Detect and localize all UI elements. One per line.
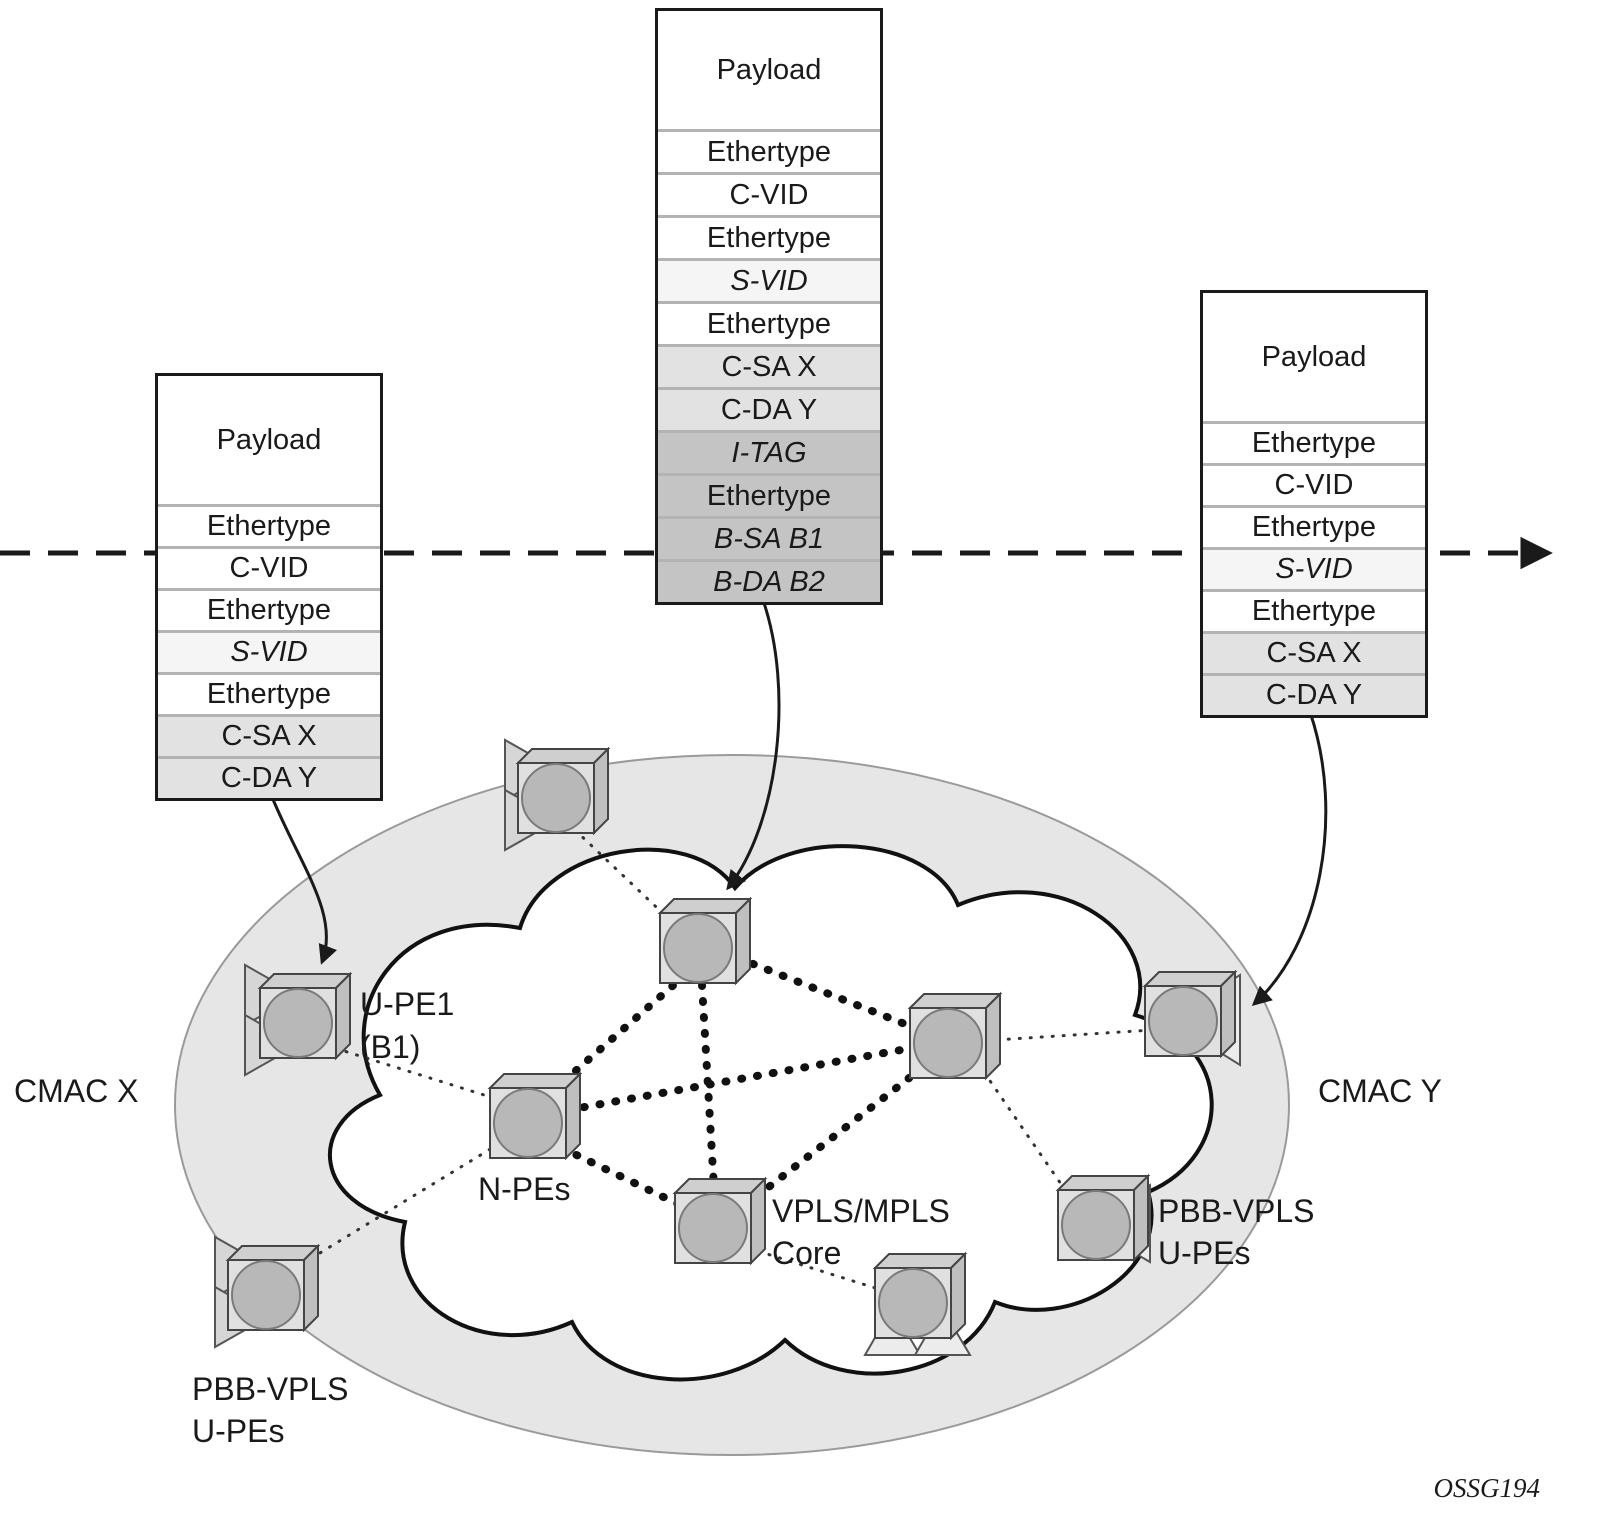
pbb-vpls-left-label-line2: U-PEs bbox=[192, 1413, 284, 1449]
frame-row: Ethertype bbox=[658, 129, 880, 172]
frame-pointer-arrows bbox=[270, 596, 1328, 1006]
core-label-line2: Core bbox=[772, 1235, 841, 1271]
frame-row: Ethertype bbox=[658, 473, 880, 516]
frame-stack-right: Payload Ethertype C-VID Ethertype S-VID … bbox=[1200, 290, 1428, 718]
frame-row: S-VID bbox=[658, 258, 880, 301]
frame-row: C-DA Y bbox=[1203, 673, 1425, 715]
frame-row-payload: Payload bbox=[658, 11, 880, 129]
frame-row: Ethertype bbox=[658, 301, 880, 344]
frame-row: B-SA B1 bbox=[658, 516, 880, 559]
frame-row: C-DA Y bbox=[158, 756, 380, 798]
u-pe-device-right bbox=[1144, 971, 1236, 1057]
u-pe1-label: U-PE1 bbox=[360, 986, 454, 1022]
frame-row: Ethertype bbox=[1203, 505, 1425, 547]
frame-row: I-TAG bbox=[658, 430, 880, 473]
frame-row: Ethertype bbox=[1203, 421, 1425, 463]
left-frame-arrow bbox=[270, 796, 338, 965]
frame-row-payload: Payload bbox=[158, 376, 380, 504]
pbb-vpls-right-label-line1: PBB-VPLS bbox=[1158, 1193, 1315, 1229]
frame-row: B-DA B2 bbox=[658, 559, 880, 602]
vpls-mpls-cloud bbox=[327, 844, 1214, 1382]
right-frame-arrow bbox=[1251, 711, 1328, 1006]
core-label-line1: VPLS/MPLS bbox=[772, 1193, 950, 1229]
frame-row: C-SA X bbox=[158, 714, 380, 756]
figure-watermark: OSSG194 bbox=[1434, 1473, 1541, 1503]
frame-stack-left: Payload Ethertype C-VID Ethertype S-VID … bbox=[155, 373, 383, 801]
frame-row: Ethertype bbox=[158, 504, 380, 546]
u-pe-device-bottom bbox=[874, 1253, 966, 1339]
frame-row: C-SA X bbox=[658, 344, 880, 387]
frame-row: C-VID bbox=[1203, 463, 1425, 505]
frame-row: S-VID bbox=[1203, 547, 1425, 589]
u-pe1-b1-label: (B1) bbox=[360, 1029, 420, 1065]
frame-row: Ethertype bbox=[1203, 589, 1425, 631]
u-pe-device-top-left bbox=[517, 748, 609, 834]
frame-row: Ethertype bbox=[158, 588, 380, 630]
u-pe-device-bottom-right bbox=[1057, 1175, 1149, 1261]
frame-row: C-VID bbox=[158, 546, 380, 588]
access-links bbox=[290, 828, 1154, 1294]
pbb-vpls-left-label-line1: PBB-VPLS bbox=[192, 1371, 349, 1407]
pbb-vpls-right-label-line2: U-PEs bbox=[1158, 1235, 1250, 1271]
n-pes-label: N-PEs bbox=[478, 1171, 570, 1207]
core-mesh-links bbox=[544, 954, 926, 1209]
n-pe-device-bottom bbox=[674, 1178, 766, 1264]
u-pe1-device bbox=[259, 973, 351, 1059]
frame-row: C-SA X bbox=[1203, 631, 1425, 673]
frame-row-payload: Payload bbox=[1203, 293, 1425, 421]
frame-row: C-VID bbox=[658, 172, 880, 215]
u-pe-device-bottom-left bbox=[227, 1245, 319, 1331]
frame-row: Ethertype bbox=[658, 215, 880, 258]
frame-row: C-DA Y bbox=[658, 387, 880, 430]
cmac-x-label: CMAC X bbox=[14, 1073, 138, 1109]
n-pe-device-right bbox=[909, 993, 1001, 1079]
frame-row: Ethertype bbox=[158, 672, 380, 714]
n-pe-device-top bbox=[659, 898, 751, 984]
frame-stack-center: Payload Ethertype C-VID Ethertype S-VID … bbox=[655, 8, 883, 605]
frame-row: S-VID bbox=[158, 630, 380, 672]
n-pe-device-left bbox=[489, 1073, 581, 1159]
cmac-y-label: CMAC Y bbox=[1318, 1073, 1442, 1109]
center-frame-arrow bbox=[726, 596, 781, 891]
